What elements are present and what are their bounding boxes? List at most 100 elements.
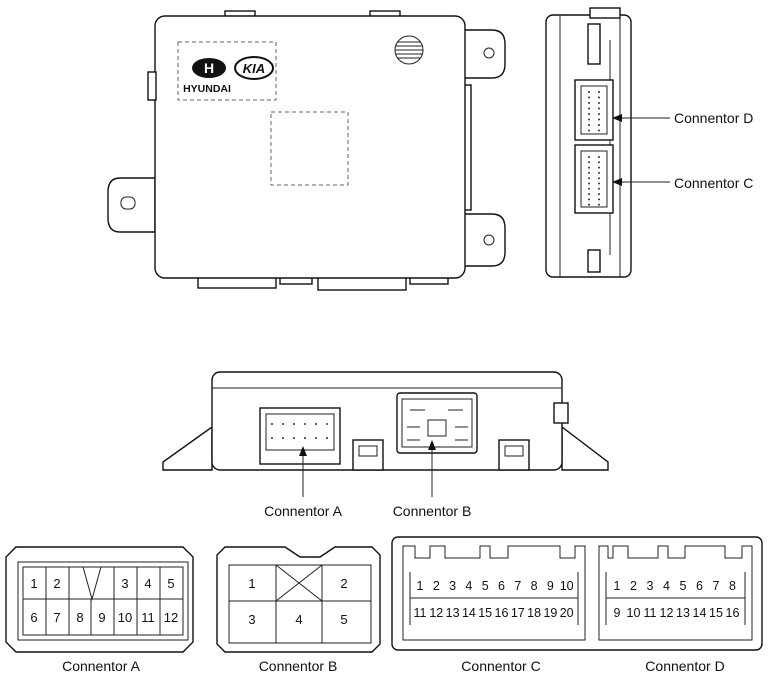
pin-a-12: 12: [164, 610, 178, 625]
pin-dot: [598, 156, 600, 158]
pin-c-12: 12: [429, 606, 443, 620]
pinout-a-label: Connentor A: [62, 658, 140, 674]
pin-dot: [588, 193, 590, 196]
pin-d-13: 13: [676, 606, 690, 620]
pin-a-4: 4: [144, 576, 151, 591]
pin-dot: [304, 423, 306, 425]
pin-c-3: 3: [449, 579, 456, 593]
svg-text:H: H: [204, 60, 214, 76]
pin-dot: [271, 423, 273, 425]
pin-b-2: 2: [340, 576, 347, 591]
pin-dot: [588, 102, 590, 104]
side-connector-c: [574, 144, 614, 214]
pin-a-2: 2: [53, 576, 60, 591]
pin-dot: [588, 187, 590, 190]
pin-dot: [598, 113, 600, 115]
pin-d-3: 3: [647, 579, 654, 593]
side-label-connector-d: Connentor D: [674, 110, 753, 126]
pin-d-8: 8: [729, 579, 736, 593]
pin-b-4: 4: [295, 612, 302, 627]
pin-d-1: 1: [614, 579, 621, 593]
speaker-grille-icon: [394, 35, 424, 65]
pin-dot: [598, 118, 600, 121]
pinout-b-label: Connentor B: [259, 658, 338, 674]
pin-dot: [598, 129, 600, 132]
pin-d-7: 7: [713, 579, 720, 593]
pin-dot: [598, 182, 600, 185]
pin-dot: [588, 166, 590, 169]
pin-a-9: 9: [98, 610, 105, 625]
hyundai-logo-text: HYUNDAI: [183, 83, 231, 95]
pin-b-5: 5: [340, 612, 347, 627]
pin-dot: [598, 198, 600, 201]
pin-a-5: 5: [167, 576, 174, 591]
pin-a-10: 10: [118, 610, 132, 625]
pin-dot: [315, 437, 317, 439]
pin-dot: [588, 182, 590, 185]
kia-logo-text: KIA: [243, 61, 265, 76]
pin-b-1: 1: [248, 576, 255, 591]
pin-d-5: 5: [680, 579, 687, 593]
pin-a-7: 7: [53, 610, 60, 625]
pin-dot: [588, 129, 590, 132]
pin-c-9: 9: [547, 579, 554, 593]
pin-b-3: 3: [248, 612, 255, 627]
module-side-view: Connentor D Connentor C: [545, 7, 753, 278]
pin-c-7: 7: [514, 579, 521, 593]
pin-a-8: 8: [76, 610, 83, 625]
pin-c-16: 16: [495, 606, 509, 620]
pinout-c-label: Connentor C: [461, 658, 540, 674]
pin-a-11: 11: [141, 610, 155, 625]
pin-d-14: 14: [693, 606, 707, 620]
pin-dot: [598, 124, 600, 126]
pin-dot: [271, 437, 273, 439]
pinout-d-label: Connentor D: [645, 658, 724, 674]
pin-dot: [588, 171, 590, 174]
pin-dot: [588, 161, 590, 164]
pin-dot: [588, 91, 590, 93]
kia-logo: KIA: [234, 56, 274, 80]
pin-c-20: 20: [560, 606, 574, 620]
pin-dot: [598, 171, 600, 174]
pin-d-16: 16: [726, 606, 740, 620]
side-connector-d: [574, 79, 614, 141]
pin-dot: [588, 177, 590, 180]
pin-dot: [598, 102, 600, 104]
pin-c-5: 5: [482, 579, 489, 593]
module-bottom-view: Connentor A Connentor B: [162, 371, 609, 519]
pin-dot: [598, 96, 600, 99]
pin-c-6: 6: [498, 579, 505, 593]
pin-dot: [304, 437, 306, 439]
pin-a-1: 1: [30, 576, 37, 591]
pin-dot: [588, 124, 590, 126]
pin-dot: [588, 203, 590, 206]
hyundai-logo: H HYUNDAI: [183, 58, 231, 95]
pin-dot: [598, 161, 600, 164]
pin-c-11: 11: [414, 606, 427, 620]
pin-dot: [598, 91, 600, 93]
pin-c-4: 4: [465, 579, 472, 593]
pin-a-3: 3: [121, 576, 128, 591]
pin-dot: [598, 187, 600, 190]
pin-dot: [282, 437, 284, 439]
pin-dot: [598, 166, 600, 169]
bottom-label-connector-b: Connentor B: [393, 503, 472, 519]
pin-dot: [588, 113, 590, 115]
pin-c-17: 17: [511, 606, 525, 620]
pin-d-15: 15: [709, 606, 723, 620]
pin-dot: [588, 156, 590, 158]
pin-c-14: 14: [462, 606, 476, 620]
pinout-connector-b: 1 2 3 4 5 Connentor B: [216, 546, 381, 674]
pin-d-9: 9: [614, 606, 621, 620]
pin-d-6: 6: [696, 579, 703, 593]
pin-dot: [588, 107, 590, 110]
pin-d-10: 10: [627, 606, 641, 620]
pin-dot: [588, 198, 590, 201]
pin-dot: [293, 423, 295, 425]
pin-c-10: 10: [560, 579, 574, 593]
pin-c-19: 19: [543, 606, 557, 620]
pin-dot: [326, 423, 328, 425]
